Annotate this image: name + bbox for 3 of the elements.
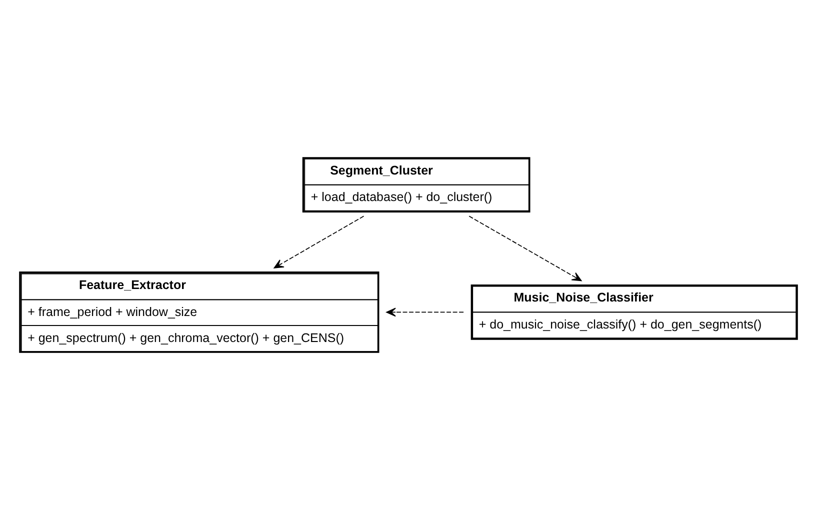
arrow (386, 308, 464, 317)
arrow (274, 216, 364, 268)
arrow (468, 216, 582, 282)
